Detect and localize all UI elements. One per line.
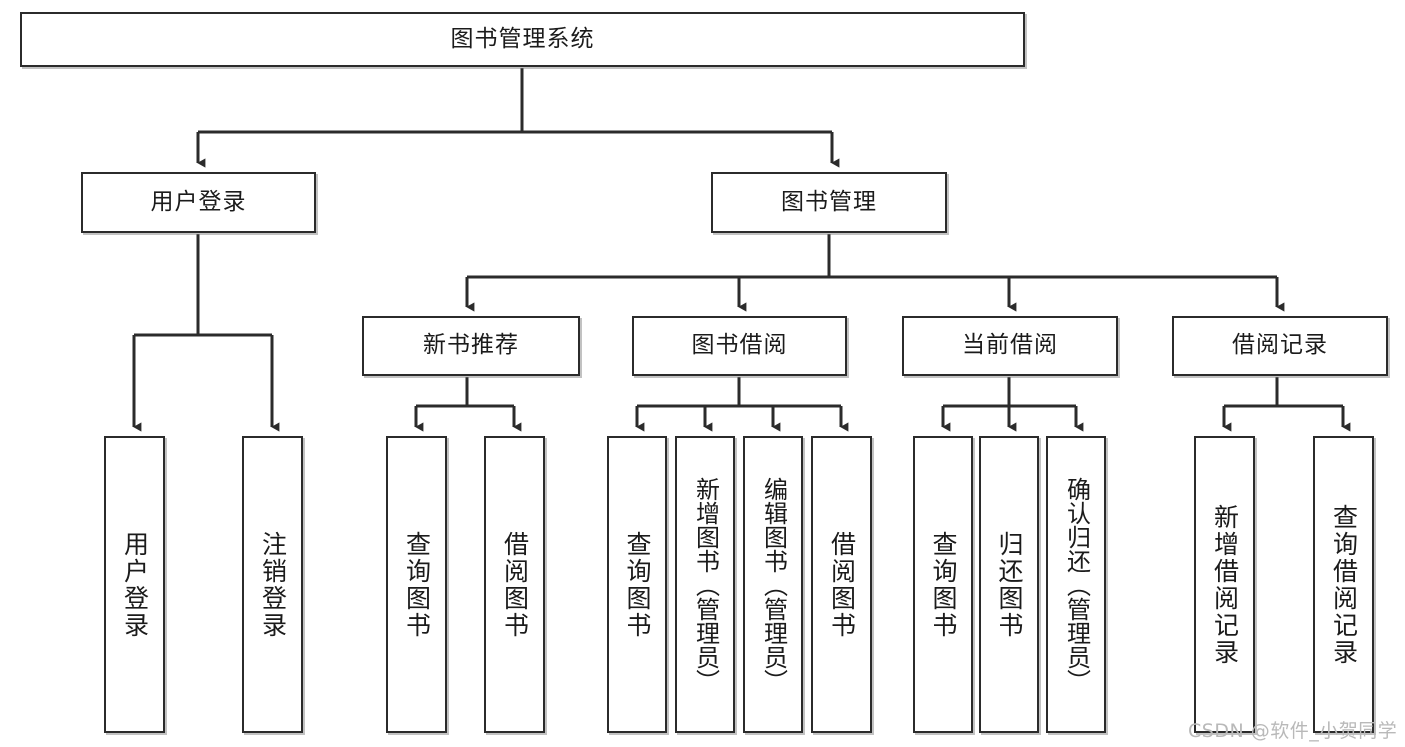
leaf-user-login-logout[interactable]: 注销登录 — [242, 436, 303, 733]
leaf-book-borrow-edit-admin[interactable]: 编辑图书（管理员） — [743, 436, 803, 733]
node-label: 查询图书 — [402, 530, 432, 639]
leaf-user-login-login[interactable]: 用户登录 — [104, 436, 165, 733]
node-label: 编辑图书（管理员） — [759, 476, 788, 693]
node-label: 用户登录 — [120, 530, 150, 639]
leaf-current-borrow-query[interactable]: 查询图书 — [913, 436, 973, 733]
node-root-system[interactable]: 图书管理系统 — [20, 12, 1025, 67]
node-label: 确认归还（管理员） — [1062, 476, 1091, 693]
node-label: 借阅图书 — [500, 530, 530, 639]
leaf-book-borrow-query[interactable]: 查询图书 — [607, 436, 667, 733]
leaf-new-book-query[interactable]: 查询图书 — [386, 436, 447, 733]
node-new-book-recommend[interactable]: 新书推荐 — [362, 316, 580, 376]
node-label: 新增借阅记录 — [1210, 503, 1240, 666]
node-label: 归还图书 — [995, 530, 1024, 639]
node-label: 当前借阅 — [962, 332, 1058, 359]
leaf-book-borrow-borrow[interactable]: 借阅图书 — [811, 436, 872, 733]
leaf-current-borrow-confirm-admin[interactable]: 确认归还（管理员） — [1046, 436, 1106, 733]
node-label: 新书推荐 — [423, 332, 519, 359]
node-label: 用户登录 — [150, 188, 247, 215]
node-label: 借阅图书 — [827, 530, 857, 639]
node-book-management[interactable]: 图书管理 — [711, 172, 947, 233]
node-current-borrow[interactable]: 当前借阅 — [902, 316, 1118, 376]
leaf-borrow-record-add[interactable]: 新增借阅记录 — [1194, 436, 1255, 733]
leaf-new-book-borrow[interactable]: 借阅图书 — [484, 436, 545, 733]
node-user-login[interactable]: 用户登录 — [81, 172, 316, 233]
node-label: 借阅记录 — [1232, 332, 1328, 359]
leaf-book-borrow-add-admin[interactable]: 新增图书（管理员） — [675, 436, 735, 733]
node-label: 新增图书（管理员） — [691, 476, 720, 693]
node-borrow-record[interactable]: 借阅记录 — [1172, 316, 1388, 376]
leaf-current-borrow-return[interactable]: 归还图书 — [979, 436, 1039, 733]
node-label: 查询图书 — [623, 530, 652, 639]
node-label: 注销登录 — [258, 530, 288, 639]
node-label: 查询图书 — [929, 530, 958, 639]
node-book-borrow[interactable]: 图书借阅 — [632, 316, 847, 376]
node-label: 图书管理系统 — [450, 25, 595, 52]
node-label: 查询借阅记录 — [1329, 503, 1359, 666]
csdn-watermark: CSDN @软件_小贺同学 — [1188, 720, 1398, 742]
node-label: 图书管理 — [781, 188, 877, 215]
leaf-borrow-record-query[interactable]: 查询借阅记录 — [1313, 436, 1374, 733]
node-label: 图书借阅 — [691, 332, 788, 359]
